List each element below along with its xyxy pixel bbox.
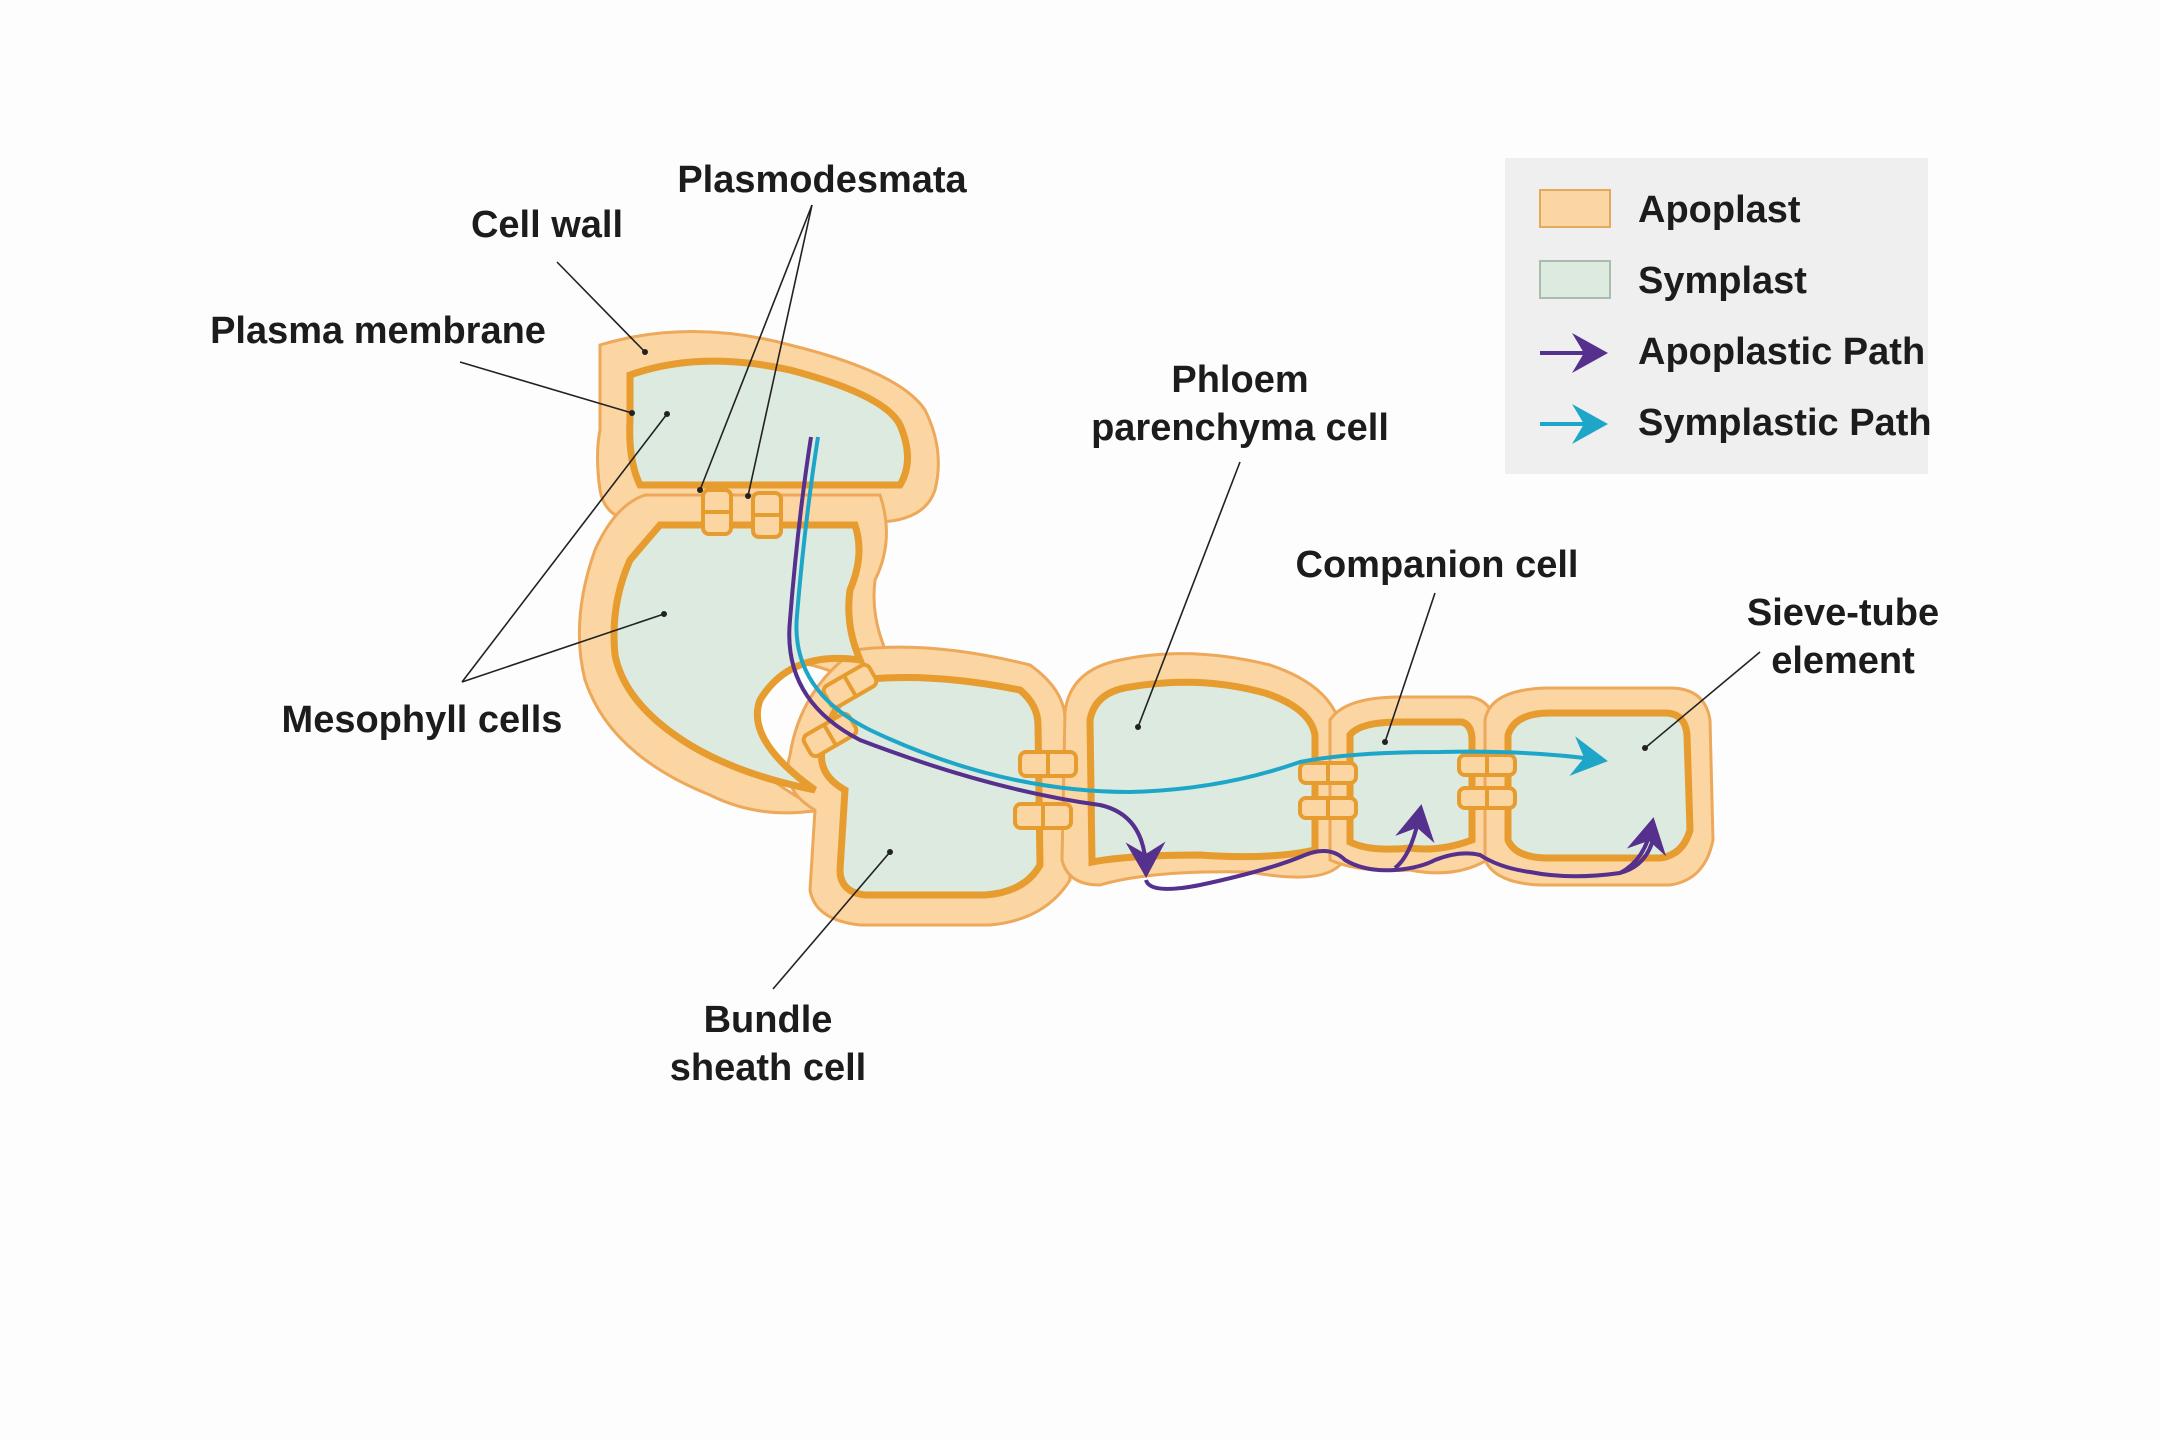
label-phloem-line1: Phloem xyxy=(1171,359,1308,401)
legend-apoplast-swatch xyxy=(1539,189,1611,228)
label-plasma-membrane: Plasma membrane xyxy=(210,310,546,352)
plasmodesma xyxy=(1457,753,1517,777)
legend-apoplastic-path-label: Apoplastic Path xyxy=(1638,331,1925,373)
plasmodesma xyxy=(1013,802,1073,830)
label-mesophyll-cells: Mesophyll cells xyxy=(282,699,563,741)
apoplastic-path xyxy=(787,436,1166,878)
plasmodesma xyxy=(1298,796,1358,820)
label-bundle-sheath-line2: sheath cell xyxy=(670,1047,866,1089)
label-phloem-line2: parenchyma cell xyxy=(1091,407,1389,449)
plasmodesma xyxy=(751,491,783,539)
label-plasmodesmata: Plasmodesmata xyxy=(677,159,967,201)
mesophyll-cell-top-cytoplasm xyxy=(626,357,911,489)
plasmodesma xyxy=(801,711,859,759)
label-bundle-sheath-line1: Bundle xyxy=(704,999,833,1041)
companion-cell-cytoplasm xyxy=(1346,718,1476,853)
label-sieve-line2: element xyxy=(1771,640,1915,682)
sieve-tube-element-cytoplasm xyxy=(1504,709,1694,862)
plasmodesmata-group xyxy=(701,488,1517,830)
legend-symplast-swatch xyxy=(1539,260,1611,299)
legend-apoplast-label: Apoplast xyxy=(1638,189,1801,231)
plasmodesma xyxy=(1457,786,1517,810)
plasmodesma xyxy=(701,488,733,536)
legend: Apoplast Symplast Apoplastic Path Sympla… xyxy=(1505,158,1932,474)
legend-symplast-label: Symplast xyxy=(1638,260,1807,302)
symplastic-path xyxy=(794,436,1608,795)
apoplastic-branch-sieve xyxy=(1619,817,1667,875)
label-cell-wall: Cell wall xyxy=(471,204,623,246)
phloem-parenchyma-cytoplasm xyxy=(1086,678,1319,867)
apoplastic-path-bottom xyxy=(1144,829,1657,891)
legend-symplastic-path-label: Symplastic Path xyxy=(1638,402,1932,444)
plasmodesma xyxy=(1298,761,1358,785)
plasmodesma xyxy=(1018,750,1078,778)
label-companion-cell: Companion cell xyxy=(1296,544,1579,586)
leader-lines xyxy=(459,204,1761,990)
label-sieve-line1: Sieve-tube xyxy=(1747,592,1939,634)
apoplastic-branch-companion xyxy=(1393,804,1435,870)
